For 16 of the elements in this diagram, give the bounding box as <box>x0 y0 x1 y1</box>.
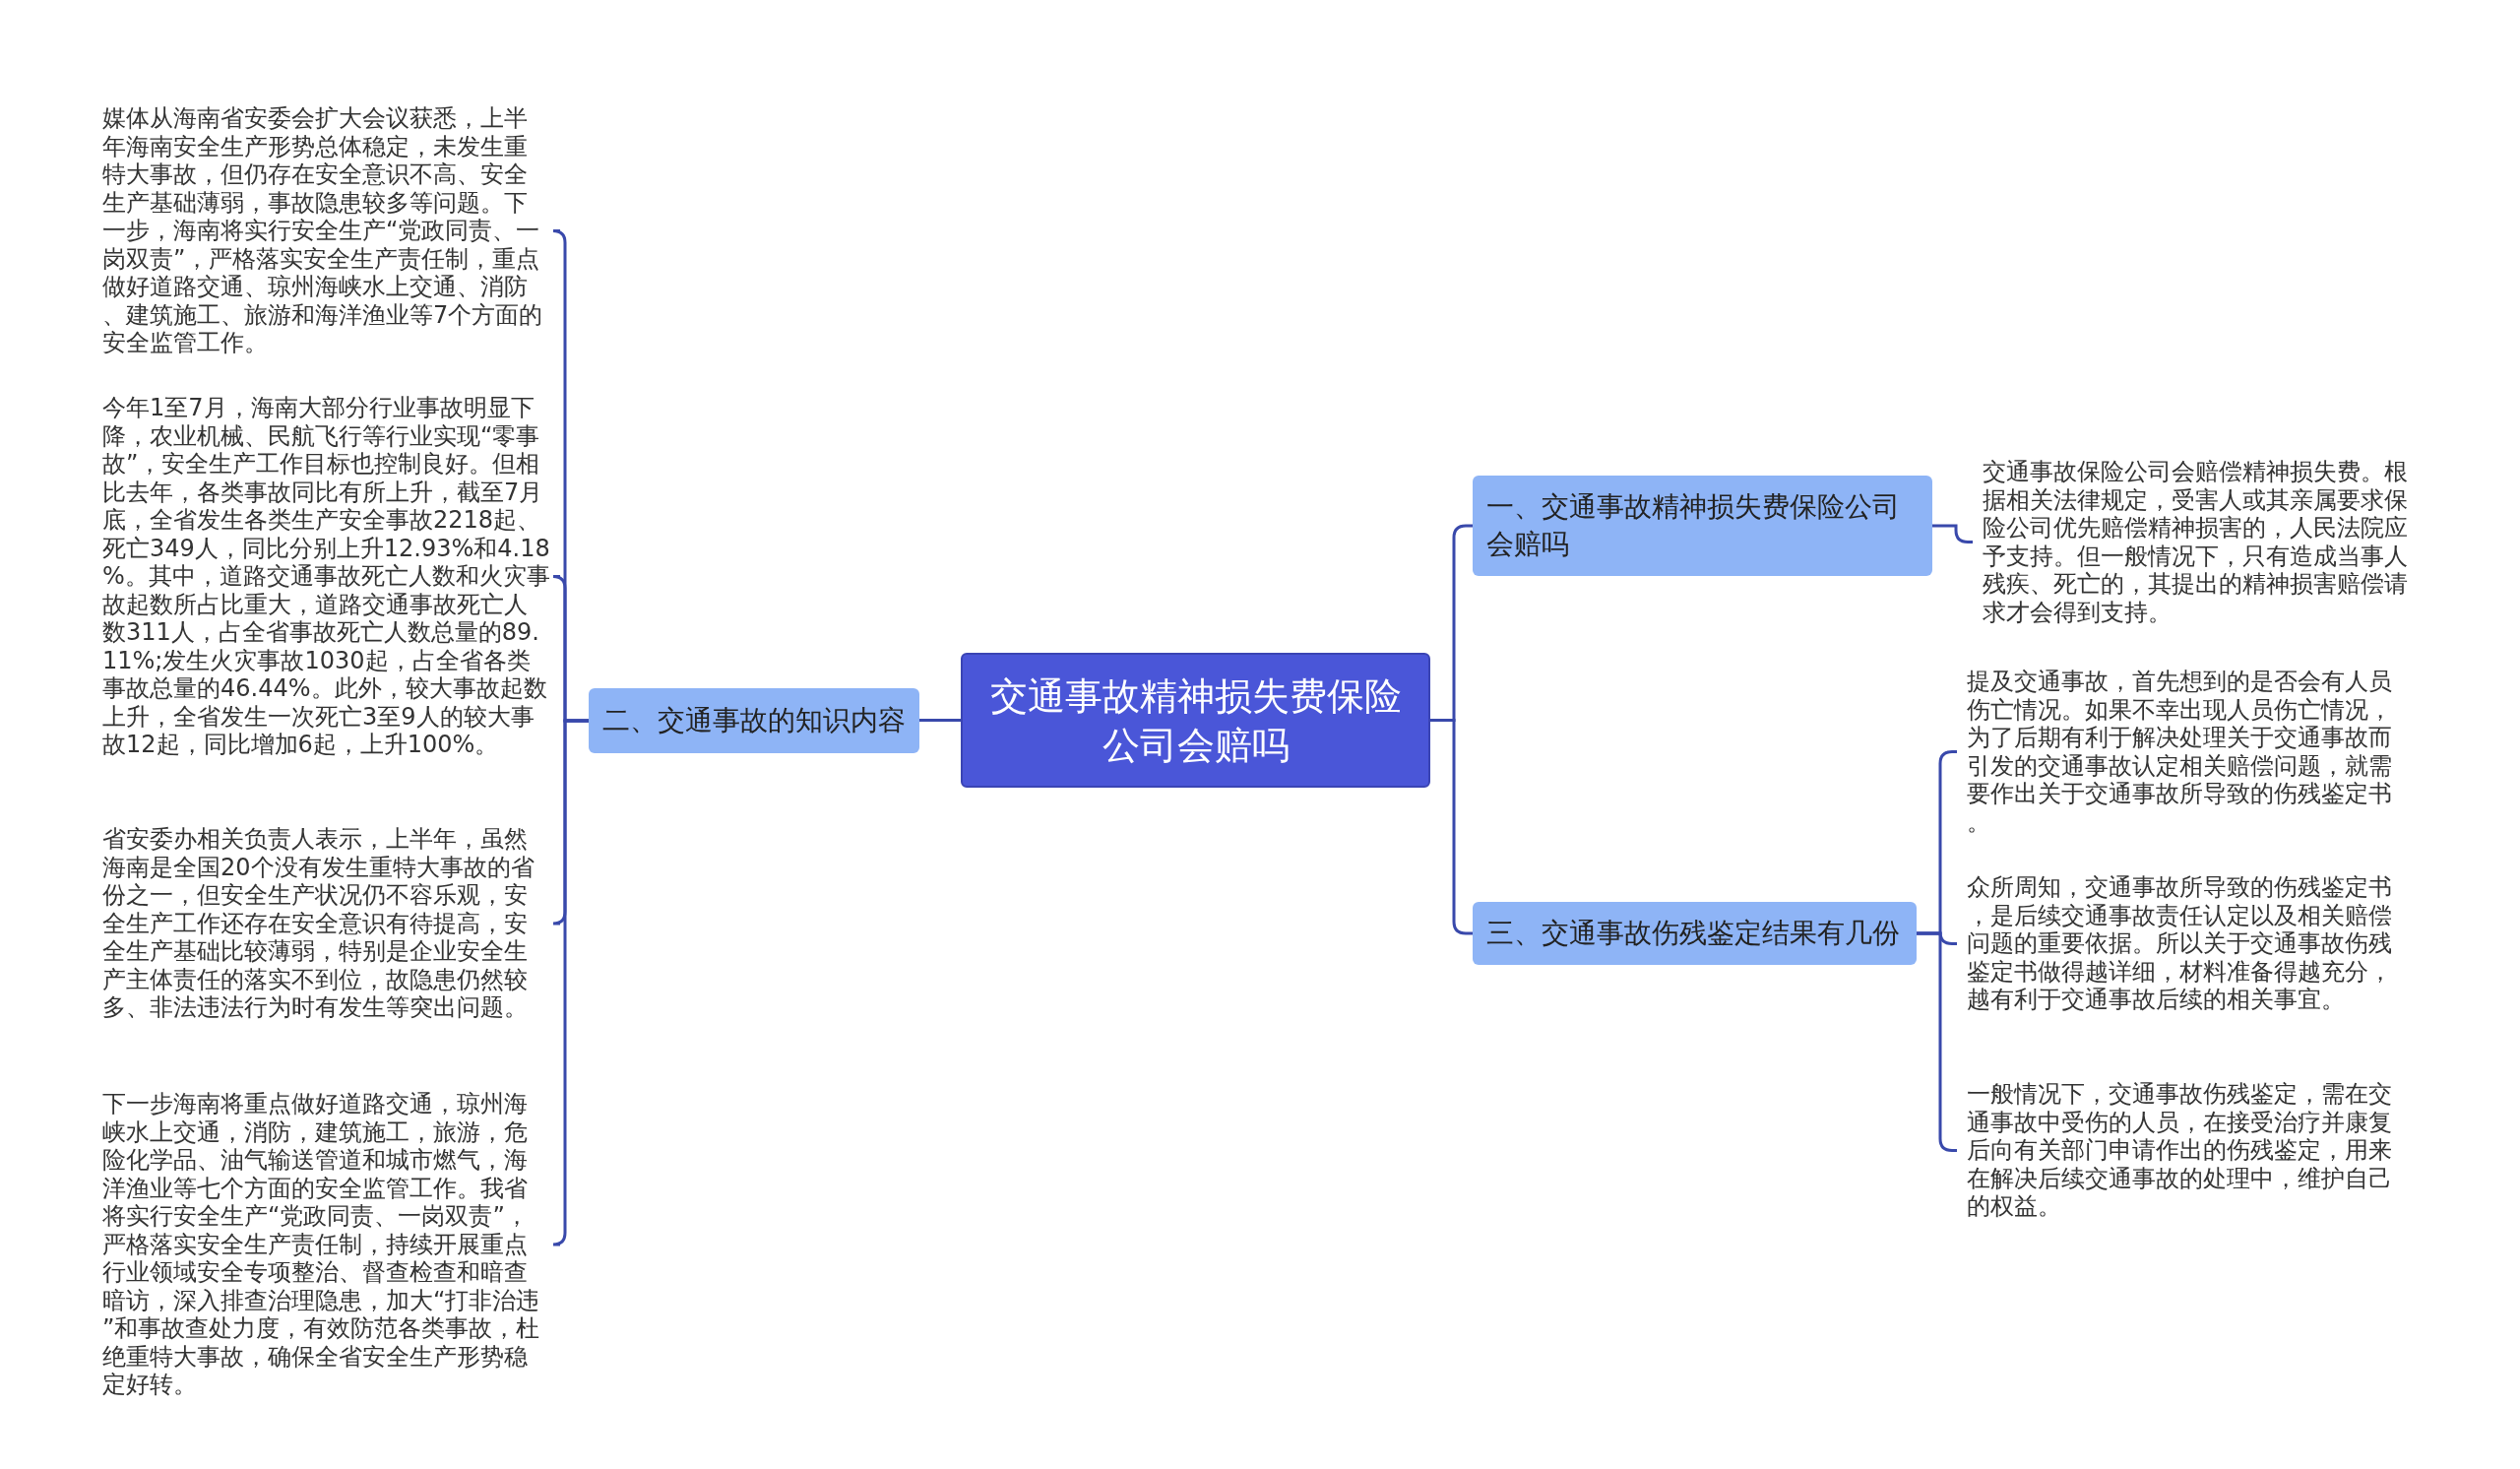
connector-line <box>919 719 961 722</box>
branch-box: 三、交通事故伤残鉴定结果有几份 <box>1473 902 1917 965</box>
connector-line <box>1430 719 1473 935</box>
note-text: 省安委办相关负责人表示，上半年，虽然海南是全国20个没有发生重特大事故的省份之一，但安全生产状况仍不容乐观，安全生产工作还存在安全意识有待提高，安全生产基础比较薄弱，特别是企业安全生产主体责任的落实不到位，故隐患仍然较多、非法违法行为时有发生等突出问题。 <box>102 825 550 1022</box>
note-text: 众所周知，交通事故所导致的伤残鉴定书，是后续交通事故责任认定以及相关赔偿问题的重要依据。所以关于交通事故伤残鉴定书做得越详细，材料准备得越充分，越有利于交通事故后续的相关事宜。 <box>1967 873 2410 1014</box>
note-text: 下一步海南将重点做好道路交通，琼州海峡水上交通，消防，建筑施工，旅游，危险化学品、油气输送管道和城市燃气，海洋渔业等七个方面的安全监管工作。我省将实行安全生产“党政同责、一岗双责”，严格落实安全生产责任制，持续开展重点行业领域安全专项整治、督查检查和暗查暗访，深入排查治理隐患，加大“打非治违”和事故查处力度，有效防范各类事故，杜绝重特大事故，确保全省安全生产形势稳定好转。 <box>102 1090 550 1399</box>
connector-line <box>1932 524 1973 543</box>
note-text: 媒体从海南省安委会扩大会议获悉，上半年海南安全生产形势总体稳定，未发生重特大事故，但仍存在安全意识不高、安全生产基础薄弱，事故隐患较多等问题。下一步，海南将实行安全生产“党政同责、一岗双责”，严格落实安全生产责任制，重点做好道路交通、琼州海峡水上交通、消防、建筑施工、旅游和海洋渔业等7个方面的安全监管工作。 <box>102 104 550 357</box>
note-text: 提及交通事故，首先想到的是否会有人员伤亡情况。如果不幸出现人员伤亡情况，为了后期有利于解决处理关于交通事故而引发的交通事故认定相关赔偿问题，就需要作出关于交通事故所导致的伤残鉴定书。 <box>1967 668 2410 836</box>
topic-box: 交通事故精神损失费保险公司会赔吗 <box>961 653 1430 788</box>
branch-box: 一、交通事故精神损失费保险公司会赔吗 <box>1473 476 1932 576</box>
note-text: 一般情况下，交通事故伤残鉴定，需在交通事故中受伤的人员，在接受治疗并康复后向有关部门申请作出的伤残鉴定，用来在解决后续交通事故的处理中，维护自己的权益。 <box>1967 1080 2410 1221</box>
branch-box: 二、交通事故的知识内容 <box>589 688 919 753</box>
note-text: 今年1至7月，海南大部分行业事故明显下降，农业机械、民航飞行等行业实现“零事故”，安全生产工作目标也控制良好。但相比去年，各类事故同比有所上升，截至7月底，全省发生各类生产安全事故2218起、死亡349人，同比分别上升12.93%和4.18%。其中，道路交通事故死亡人数和火灾事故起数所占比重大，道路交通事故死亡人数311人，占全省事故死亡人数总量的89.11%;发生火灾事故1030起，占全省各类事故总量的46.44%。此外，较大事故起数上升，全省发生一次死亡3至9人的较大事故12起，同比增加6起，上升100%。 <box>102 394 550 759</box>
note-text: 交通事故保险公司会赔偿精神损失费。根据相关法律规定，受害人或其亲属要求保险公司优先赔偿精神损害的，人民法院应予支持。但一般情况下，只有造成当事人残疾、死亡的，其提出的精神损害赔偿请求才会得到支持。 <box>1983 458 2426 626</box>
connector-line <box>551 719 589 1246</box>
